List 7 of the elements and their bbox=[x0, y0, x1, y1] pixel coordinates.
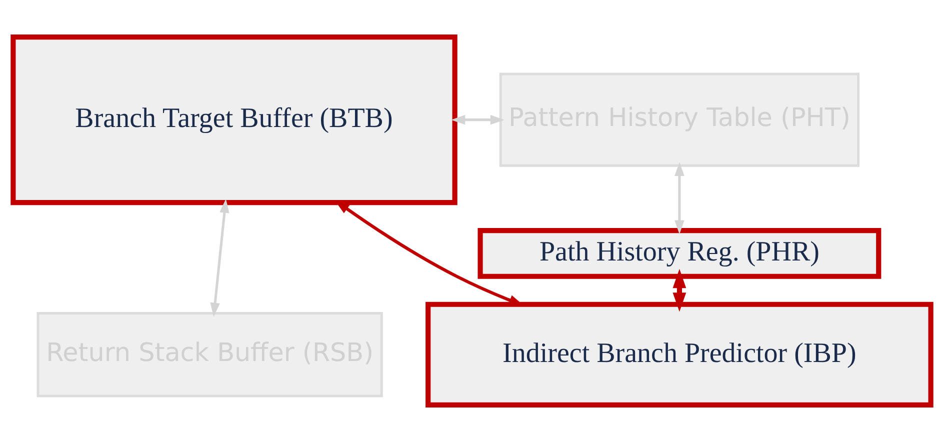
arrow bbox=[672, 268, 686, 312]
arrow bbox=[210, 198, 230, 317]
node-box: Path History Reg. (PHR) bbox=[478, 228, 882, 279]
arrow bbox=[451, 114, 504, 125]
arrow bbox=[674, 162, 684, 234]
node-box: Branch Target Buffer (BTB) bbox=[10, 34, 458, 206]
node-box: Indirect Branch Predictor (IBP) bbox=[426, 302, 934, 408]
